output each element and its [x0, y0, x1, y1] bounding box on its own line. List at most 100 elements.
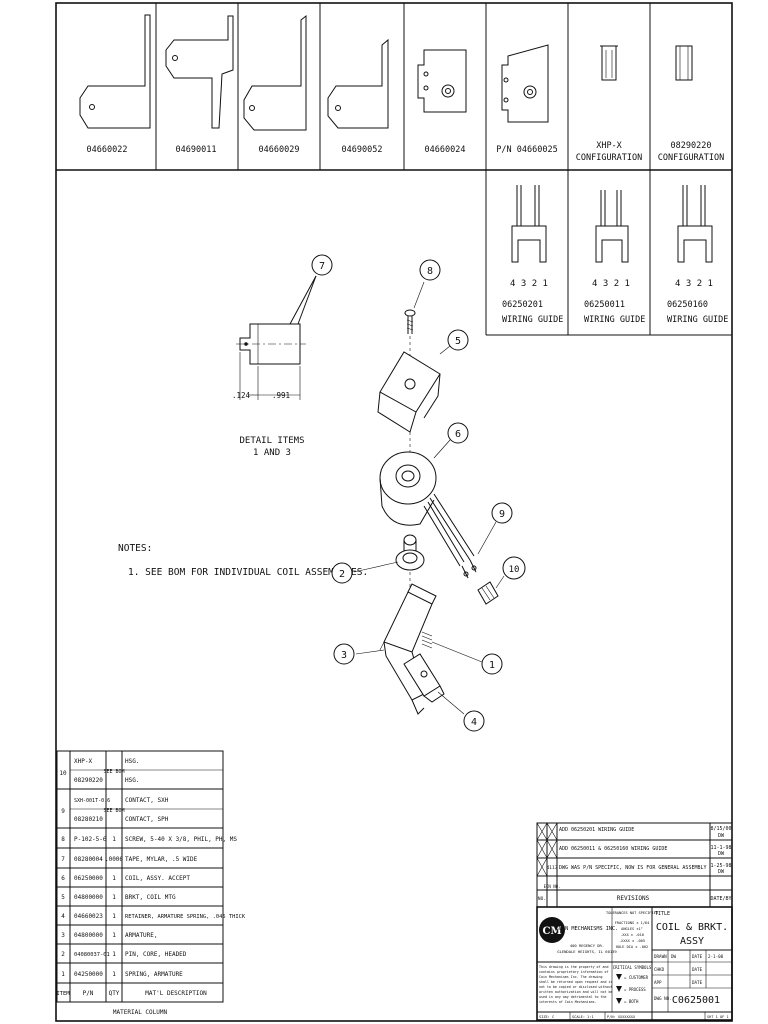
pin-item-2 — [395, 534, 425, 590]
revisions-block: ADD 06250201 WIRING GUIDE 8/15/00 DW ADD… — [536, 822, 733, 908]
bom-row-4-pn: 04660023 — [74, 913, 103, 920]
drawn-label: DRAWN — [654, 954, 667, 959]
bom-row-7-pn: 08280004 — [74, 856, 103, 863]
svg-text:3: 3 — [341, 650, 347, 661]
bom-row-7-desc: TAPE, MYLAR, .5 WIDE — [125, 856, 198, 863]
rev-row-1-by: DW — [718, 833, 725, 839]
bom-row-3-qty: 1 — [112, 932, 116, 939]
crit-title: CRITICAL SYMBOLS — [613, 965, 652, 970]
contacts-item-9 — [461, 559, 477, 579]
bom-row-7-qty: .0006 — [105, 856, 123, 863]
svg-text:4: 4 — [471, 717, 477, 728]
bom-row-8-desc: SCREW, 5-40 X 3/8, PHIL, PH, MS — [125, 836, 237, 843]
prop-line-3: Coin Mechanisms Inc. The drawing — [539, 975, 603, 979]
process-triangle-icon — [616, 986, 622, 992]
part-label-5: 04660024 — [425, 145, 466, 155]
chkd-label: CHKD — [654, 967, 665, 972]
svg-text:6: 6 — [455, 429, 461, 440]
bom-row-9-pn-b: 08280210 — [74, 816, 103, 823]
rev-header-title: REVISIONS — [617, 895, 650, 902]
wiring-guide-1-pn: 06250201 — [502, 300, 543, 310]
prop-line-7: used in any way detrimental to the — [539, 995, 607, 999]
tol-4: .XXXX ± .005 — [619, 939, 645, 943]
rev-row-3-desc: DWG WAS P/N SPECIFIC, NOW IS FOR GENERAL… — [559, 865, 707, 871]
bom-header-qty: QTY — [109, 990, 120, 997]
company-addr-1: 400 REGENCY DR. — [570, 943, 604, 948]
part-04660024-drawing — [417, 49, 467, 113]
wiring-guides: 4 3 2 1 4 3 2 1 4 3 2 1 06250201 WIRING … — [502, 185, 728, 325]
rev-row-3-by: DW — [718, 869, 725, 875]
bom-header-pn: P/N — [83, 990, 94, 997]
customer-triangle-icon — [616, 974, 622, 980]
bom-row-5-pn: 04800000 — [74, 894, 103, 901]
part-04660022-drawing — [79, 14, 151, 129]
date-value: 2-1-00 — [708, 954, 724, 959]
rev-header-ecn: ECN NO. — [544, 884, 561, 889]
bom-row-3-item: 3 — [61, 932, 65, 939]
callout-4: 4 — [463, 710, 485, 732]
rev-row-1-desc: ADD 06250201 WIRING GUIDE — [559, 827, 634, 833]
bom-row-2-item: 2 — [61, 951, 65, 958]
dwg-no-value: C0625001 — [672, 995, 720, 1006]
bom-row-9-desc-a: CONTACT, SXH — [125, 797, 169, 804]
bom-row-8-qty: 1 — [112, 836, 116, 843]
tol-5: HOLE DIA ± .002 — [616, 945, 648, 949]
bom-row-1-qty: 1 — [112, 971, 116, 978]
pn-label: P/N: XXXXXXXX — [607, 1015, 636, 1019]
wiring-guide-3-drawing — [677, 185, 713, 263]
date-label: DATE — [692, 954, 703, 959]
callout-10: 10 — [502, 556, 526, 580]
callout-8: 8 — [419, 259, 441, 281]
svg-text:5: 5 — [455, 336, 461, 347]
critical-symbols — [616, 974, 622, 1004]
callout-7: 7 — [311, 254, 333, 276]
bom-row-10-pn-b: 08290220 — [74, 777, 103, 784]
part-label-8-sub: CONFIGURATION — [658, 153, 725, 163]
wiring-guide-1-sub: WIRING GUIDE — [502, 315, 563, 325]
callout-9: 9 — [491, 502, 513, 524]
svg-text:2: 2 — [339, 569, 345, 580]
rev-row-2-date: 11-1-98 — [710, 845, 731, 851]
wiring-guide-2-pins: 4 3 2 1 — [592, 279, 630, 289]
sheet-border — [55, 2, 733, 1022]
armature-item-3 — [379, 583, 437, 715]
wiring-guide-2-pn: 06250011 — [584, 300, 625, 310]
rev-row-2-desc: ADD 06250011 & 06250160 WIRING GUIDE — [559, 846, 667, 852]
wiring-guide-3-sub: WIRING GUIDE — [667, 315, 728, 325]
bom-row-2-desc: PIN, CORE, HEADED — [125, 951, 187, 958]
bom-row-10-desc-a: HSG. — [125, 758, 139, 765]
bom-row-10-desc-b: HSG. — [125, 777, 139, 784]
bom-row-10-pn-a: XHP-X — [74, 758, 92, 765]
part-label-8: 08290220 — [671, 141, 712, 151]
wiring-guide-3-pn: 06250160 — [667, 300, 708, 310]
notes-title: NOTES: — [118, 543, 152, 554]
detail-caption-2: 1 AND 3 — [253, 448, 291, 458]
retainer-item-4 — [403, 653, 445, 703]
part-label-7: XHP-X — [596, 141, 622, 151]
exploded-assembly: 1 2 3 4 5 6 7 8 9 10 — [311, 254, 526, 732]
part-04660025-drawing — [501, 44, 549, 123]
bom-row-3-desc: ARMATURE, — [125, 932, 158, 939]
bom-row-1-item: 1 — [61, 971, 65, 978]
xhp-x-housing-drawing — [600, 45, 618, 81]
bom-table: 10 XHP-X 08290220 SEE BOM HSG. HSG. 9 SX… — [56, 750, 246, 1016]
housing-item-10 — [477, 581, 499, 605]
rev-row-1-date: 8/15/00 — [710, 826, 731, 832]
bom-row-9-qty: SEE BOM — [103, 808, 124, 814]
bom-row-5-desc: BRKT, COIL MTG — [125, 894, 176, 901]
title-label: TITLE — [655, 911, 670, 917]
part-04660029-drawing — [243, 14, 307, 131]
parts-header-strip: 04660022 04690011 04660029 04690052 0466… — [56, 3, 732, 336]
callout-5: 5 — [447, 329, 469, 351]
rev-row-3-date: 1-25-98 — [710, 863, 731, 869]
bom-header-item: ITEM — [56, 991, 70, 997]
bom-row-10-item: 10 — [59, 770, 67, 777]
chkd-date-label: DATE — [692, 967, 703, 972]
prop-line-1: This drawing is the property of and — [539, 965, 608, 969]
app-date-label: DATE — [692, 980, 703, 985]
wiring-guide-2-sub: WIRING GUIDE — [584, 315, 645, 325]
bom-row-6-item: 6 — [61, 875, 65, 882]
part-04690011-drawing — [165, 15, 234, 129]
dwg-no-label: DWG NO. — [654, 996, 672, 1001]
